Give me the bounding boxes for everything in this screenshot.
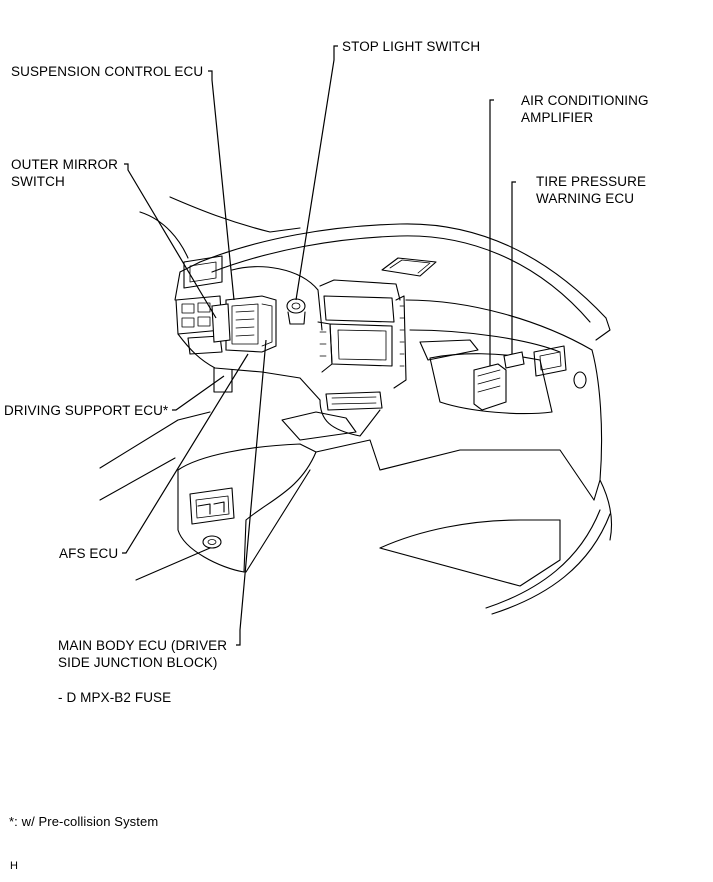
suspension-control-ecu-label: SUSPENSION CONTROL ECU	[11, 64, 204, 79]
fuse-label: - D MPX-B2 FUSE	[58, 690, 172, 705]
footnote: *: w/ Pre-collision System	[9, 814, 159, 829]
main-body-ecu-label-line1: MAIN BODY ECU (DRIVER	[58, 638, 228, 653]
tire-pressure-warning-ecu-label-line2: WARNING ECU	[536, 191, 635, 206]
air-conditioning-amplifier-label-line2: AMPLIFIER	[521, 110, 594, 125]
dashboard-drawing	[99, 196, 613, 615]
driving-support-ecu-label: DRIVING SUPPORT ECU*	[4, 403, 169, 418]
main-body-ecu-label-line2: SIDE JUNCTION BLOCK)	[58, 655, 218, 670]
outer-mirror-switch-label-line1: OUTER MIRROR	[11, 157, 118, 172]
tire-pressure-warning-ecu-label-line1: TIRE PRESSURE	[536, 174, 647, 189]
corner-mark: H	[10, 860, 19, 872]
stop-light-switch-label: STOP LIGHT SWITCH	[342, 39, 481, 54]
outer-mirror-switch-label-line2: SWITCH	[11, 174, 65, 189]
air-conditioning-amplifier-label-line1: AIR CONDITIONING	[521, 93, 649, 108]
leader-lines	[122, 45, 516, 646]
afs-ecu-label: AFS ECU	[59, 546, 119, 561]
